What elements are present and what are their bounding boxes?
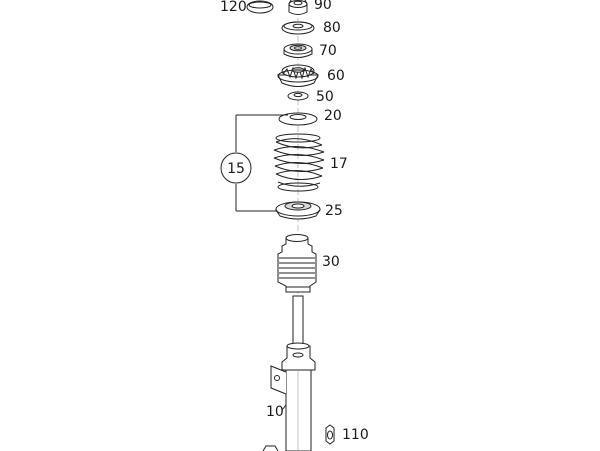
label-25: 25 bbox=[325, 203, 343, 219]
part-110-nut bbox=[325, 424, 335, 445]
label-15: 15 bbox=[227, 161, 245, 177]
part-120-cap bbox=[246, 0, 274, 14]
label-17: 17 bbox=[330, 156, 348, 172]
part-25-lower-spring-seat bbox=[275, 201, 321, 220]
part-60-top-mount bbox=[277, 64, 319, 87]
label-70: 70 bbox=[319, 43, 337, 59]
label-120: 120 bbox=[220, 0, 247, 15]
part-70-bearing bbox=[283, 43, 313, 58]
part-50-washer bbox=[287, 91, 309, 101]
label-90: 90 bbox=[314, 0, 332, 13]
label-60: 60 bbox=[327, 68, 345, 84]
label-20: 20 bbox=[324, 108, 342, 124]
part-90-nut bbox=[288, 0, 308, 15]
label-50: 50 bbox=[316, 89, 334, 105]
label-110: 110 bbox=[342, 427, 369, 443]
part-20-upper-spring-seat bbox=[278, 112, 318, 126]
label-80: 80 bbox=[323, 20, 341, 36]
callout-circle-15 bbox=[220, 152, 252, 184]
part-30-dust-boot bbox=[277, 234, 317, 293]
part-80-washer bbox=[281, 21, 315, 35]
part-10-strut bbox=[262, 295, 316, 451]
label-10: 10 bbox=[266, 404, 284, 420]
label-30: 30 bbox=[322, 254, 340, 270]
group-15-bracket bbox=[220, 114, 288, 212]
part-17-coil-spring bbox=[273, 133, 325, 192]
